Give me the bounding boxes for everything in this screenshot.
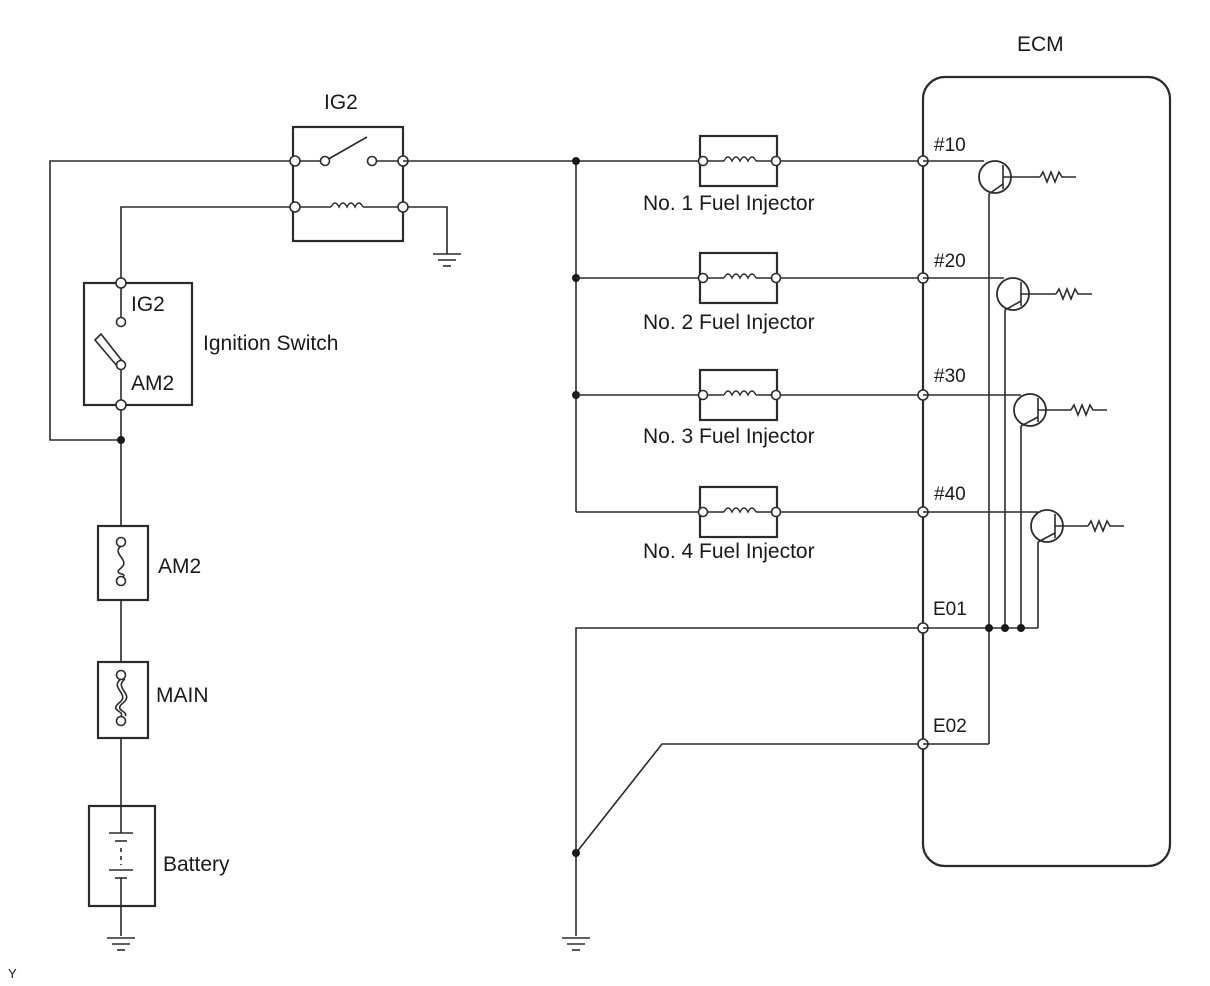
fuel-injector-3-label: No. 3 Fuel Injector xyxy=(643,425,815,448)
junction-dot xyxy=(117,436,125,444)
ecm-pin-40: #40 xyxy=(934,484,966,505)
main-fuse-label: MAIN xyxy=(156,684,209,707)
am2-fuse xyxy=(96,524,150,602)
fuel-injector-2-label: No. 2 Fuel Injector xyxy=(643,311,815,334)
fuel-injector-1-label: No. 1 Fuel Injector xyxy=(643,192,815,215)
ecm-pin-e02: E02 xyxy=(933,716,967,737)
fuel-injector-1 xyxy=(697,134,923,188)
ig2-relay xyxy=(289,125,409,243)
ecm-title: ECM xyxy=(1017,33,1064,56)
ignition-switch-label: Ignition Switch xyxy=(203,332,338,355)
ignition-switch-terminal-am2: AM2 xyxy=(131,372,174,395)
ground-symbol-relay xyxy=(433,253,461,267)
ecm-emitter-bus xyxy=(923,624,1038,745)
transistor-3 xyxy=(923,393,1107,628)
ecm-box xyxy=(921,75,1172,868)
fuel-injector-4-label: No. 4 Fuel Injector xyxy=(643,540,815,563)
ecm-ground-wiring xyxy=(572,627,923,936)
ground-symbol-battery xyxy=(107,937,135,951)
transistor-2 xyxy=(923,277,1092,628)
ecm-pin-30: #30 xyxy=(934,366,966,387)
ground-symbol-ecm xyxy=(562,937,590,951)
fuel-injector-3 xyxy=(576,368,923,422)
battery-label: Battery xyxy=(163,853,230,876)
main-fuse xyxy=(96,660,150,740)
relay-label: IG2 xyxy=(324,91,358,114)
am2-fuse-label: AM2 xyxy=(158,555,201,578)
ignition-switch xyxy=(82,277,194,411)
ecm-pin-10: #10 xyxy=(934,135,966,156)
ignition-switch-terminal-ig2: IG2 xyxy=(131,293,165,316)
fuel-injector-4 xyxy=(576,485,923,539)
corner-mark: Y xyxy=(8,966,17,981)
battery xyxy=(87,804,157,908)
ecm-pin-e01: E01 xyxy=(933,599,967,620)
transistor-4 xyxy=(923,509,1124,628)
transistor-1 xyxy=(923,160,1076,744)
ecm-pin-20: #20 xyxy=(934,251,966,272)
fuel-injector-2 xyxy=(576,251,923,305)
